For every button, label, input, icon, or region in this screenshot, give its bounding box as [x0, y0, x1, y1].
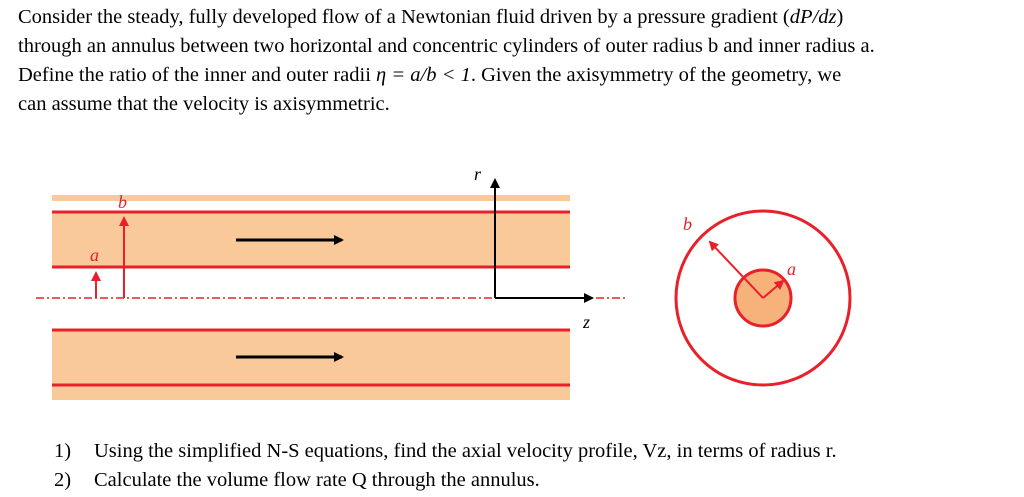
statement-line-4: can assume that the velocity is axisymme… — [18, 93, 390, 115]
statement-line-3-text: Define the ratio of the inner and outer … — [18, 64, 377, 86]
question-item: 1) Using the simplified N-S equations, fi… — [54, 437, 837, 466]
statement-line-1-end: ) — [836, 6, 844, 28]
question-text: Using the simplified N-S equations, find… — [94, 440, 837, 462]
question-number: 1) — [54, 440, 72, 462]
problem-statement: Consider the steady, fully developed flo… — [18, 3, 1018, 119]
label-b: b — [118, 192, 127, 212]
bottom-fluid-strip — [52, 386, 570, 400]
question-number: 2) — [54, 469, 72, 491]
label-r: r — [474, 164, 482, 184]
question-text: Calculate the volume flow rate Q through… — [94, 469, 540, 491]
label-z: z — [582, 312, 590, 332]
statement-line-1-text: Consider the steady, fully developed flo… — [18, 6, 790, 28]
statement-line-3: Define the ratio of the inner and outer … — [18, 61, 1018, 90]
cross-label-b: b — [683, 214, 692, 234]
question-list: 1) Using the simplified N-S equations, fi… — [54, 437, 837, 495]
question-item: 2) Calculate the volume flow rate Q throu… — [54, 466, 837, 495]
top-fluid-strip — [52, 195, 570, 201]
label-a: a — [90, 245, 99, 265]
cross-radius-b-arrow — [708, 240, 764, 299]
statement-line-1: Consider the steady, fully developed flo… — [18, 3, 1018, 32]
statement-line-3-end: . Given the axisymmetry of the geometry,… — [470, 64, 842, 86]
cross-section-view: b a — [674, 209, 852, 387]
statement-line-2: through an annulus between two horizonta… — [18, 35, 875, 57]
cross-radius-a-arrow — [762, 279, 785, 299]
radius-ratio-expression: η = a/b < 1 — [376, 64, 471, 86]
pressure-gradient-expression: dP/dz — [789, 6, 837, 28]
annulus-flow-figure: b a r z b a — [36, 164, 852, 400]
cross-label-a: a — [787, 259, 796, 279]
side-view: b a r z — [36, 164, 625, 400]
